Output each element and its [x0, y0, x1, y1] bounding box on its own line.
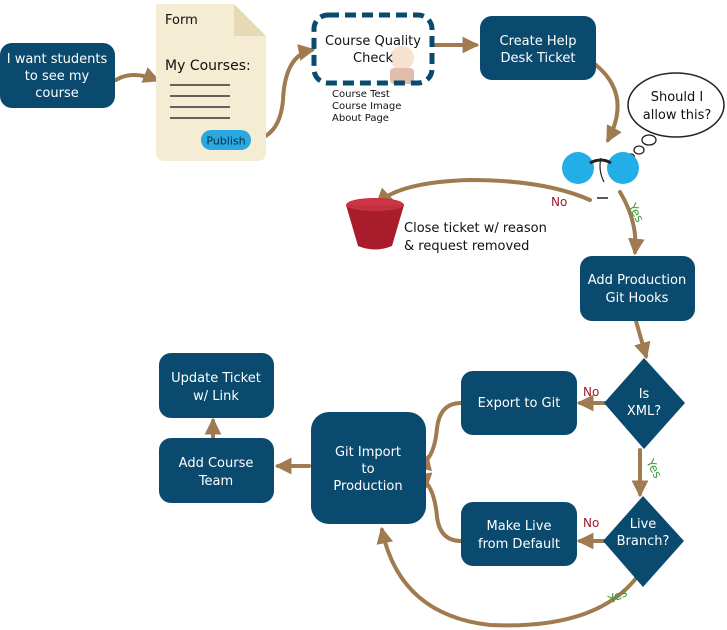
quality-check-node: Course Quality Check Course Test Course …	[311, 12, 435, 124]
make-live-label-line-1: Make Live	[487, 519, 552, 534]
edge-label-no-live: No	[583, 516, 599, 530]
is-xml-label-line-2: XML?	[627, 404, 661, 419]
live-branch-decision: Live Branch?	[603, 496, 684, 587]
quality-check-label-line-1: Course Quality	[325, 34, 421, 49]
live-branch-label-line-2: Branch?	[617, 534, 670, 549]
close-ticket-line-1: Close ticket w/ reason	[404, 221, 547, 236]
checklist-item-3: About Page	[332, 113, 389, 124]
help-desk-label-line-1: Create Help	[500, 34, 577, 49]
make-live-label-line-2: from Default	[478, 537, 560, 552]
arrow-decider-to-close	[375, 177, 592, 206]
is-xml-decision: Is XML?	[604, 358, 685, 449]
arrow-start-to-form	[114, 67, 161, 83]
start-node: I want students to see my course	[0, 43, 115, 108]
git-import-label-line-2: to	[361, 462, 374, 477]
start-node-label-line-3: course	[35, 86, 78, 101]
production-hooks-label-line-2: Git Hooks	[606, 291, 669, 306]
git-import-label-line-3: Production	[333, 479, 402, 494]
start-node-label-line-1: I want students	[7, 52, 108, 67]
arrow-decider-to-hooks	[618, 190, 645, 256]
arrow-live-to-import	[376, 526, 642, 628]
edge-label-no-close: No	[551, 195, 567, 209]
production-hooks-node: Add Production Git Hooks	[580, 256, 695, 321]
add-team-label-line-1: Add Course	[179, 456, 254, 471]
add-team-node: Add Course Team	[159, 438, 274, 503]
thought-bubble-line-1: Should I	[651, 90, 704, 105]
arrow-helpdesk-to-decider	[594, 63, 622, 143]
arrow-form-to-quality	[253, 44, 316, 142]
close-ticket-line-2: & request removed	[404, 239, 529, 254]
quality-check-label-line-2: Check	[353, 51, 393, 66]
update-ticket-node: Update Ticket w/ Link	[159, 353, 274, 418]
start-node-label-line-2: to see my	[25, 69, 90, 84]
close-ticket-text: Close ticket w/ reason & request removed	[404, 221, 547, 254]
thought-bubble-line-2: allow this?	[643, 108, 712, 123]
update-ticket-label-line-2: w/ Link	[193, 389, 239, 404]
live-branch-label-line-1: Live	[630, 517, 657, 532]
git-import-node: Git Import to Production	[311, 412, 426, 524]
git-import-label-line-1: Git Import	[335, 445, 401, 460]
publish-button[interactable]: Publish	[201, 130, 251, 150]
update-ticket-label-line-1: Update Ticket	[171, 371, 261, 386]
form-courses-label: My Courses:	[165, 58, 251, 74]
export-git-node: Export to Git	[461, 371, 577, 435]
help-desk-label-line-2: Desk Ticket	[501, 51, 576, 66]
publish-button-label: Publish	[206, 135, 245, 148]
edge-label-yes-xml: Yes	[643, 456, 665, 481]
is-xml-label-line-1: Is	[639, 387, 650, 402]
checklist-item-1: Course Test	[332, 89, 390, 100]
decider-person-icon	[562, 152, 639, 199]
connectors	[114, 36, 651, 628]
checklist-item-2: Course Image	[332, 101, 401, 112]
add-team-label-line-2: Team	[198, 474, 233, 489]
edge-label-no-xml: No	[583, 385, 599, 399]
thought-bubble: Should I allow this?	[626, 72, 725, 161]
form-title: Form	[165, 13, 198, 28]
help-desk-node: Create Help Desk Ticket	[480, 16, 596, 80]
form-document: Form My Courses: Publish	[156, 4, 266, 161]
export-git-label: Export to Git	[478, 396, 561, 411]
arrow-hooks-to-xml	[634, 319, 651, 360]
make-live-node: Make Live from Default	[461, 502, 577, 566]
reviewer-figure	[390, 46, 414, 84]
trash-bucket-icon	[346, 198, 404, 250]
form-course-lines	[170, 84, 230, 119]
production-hooks-label-line-1: Add Production	[588, 273, 686, 288]
